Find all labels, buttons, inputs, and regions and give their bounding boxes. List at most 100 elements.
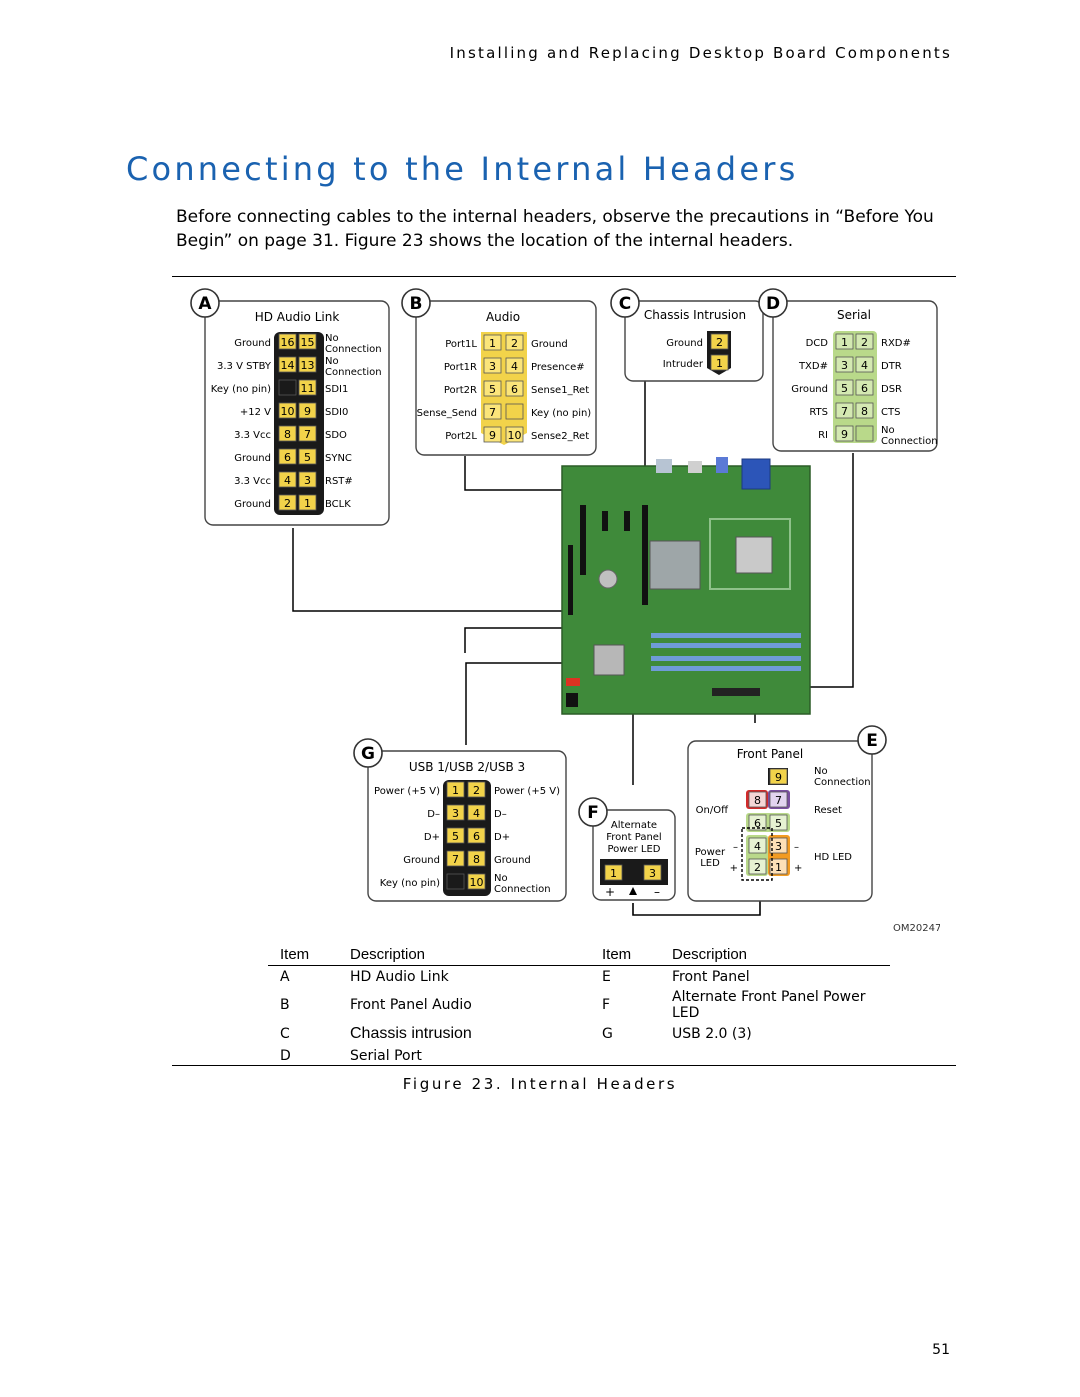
pin-square bbox=[835, 402, 854, 419]
header-pin: 5 bbox=[483, 380, 502, 397]
header-pin: 2 bbox=[710, 333, 729, 350]
pin-number: 9 bbox=[304, 405, 311, 418]
pcie-slot bbox=[602, 511, 608, 531]
pin-number: 6 bbox=[284, 451, 291, 464]
panel-d-pin-signal: Connection bbox=[881, 436, 938, 447]
figure-id: OM20247 bbox=[893, 923, 940, 934]
motherboard-illustration bbox=[561, 457, 811, 715]
panel-a-pin-signal: SDO bbox=[325, 430, 347, 441]
header-pin: 15 bbox=[298, 333, 317, 350]
panel-b-pin-label: Sense_Send bbox=[417, 408, 477, 419]
header-pin: 4 bbox=[278, 471, 297, 488]
pin-square bbox=[769, 858, 788, 875]
pin-square bbox=[298, 356, 317, 373]
panel-a-pin-signal: SDI1 bbox=[325, 384, 348, 395]
table-header-item: Item bbox=[268, 944, 338, 966]
header-pin: 8 bbox=[748, 791, 767, 808]
header-pin: 6 bbox=[855, 379, 874, 396]
panel-c-title: Chassis Intrusion bbox=[644, 308, 746, 322]
pin-square bbox=[467, 781, 486, 798]
pin-number: 4 bbox=[754, 840, 761, 853]
pin-number: 5 bbox=[775, 817, 782, 830]
header-pin: 1 bbox=[604, 864, 623, 881]
header-pin: 7 bbox=[446, 850, 465, 867]
pin-square bbox=[446, 781, 465, 798]
pin-square bbox=[467, 827, 486, 844]
pin-square bbox=[748, 791, 767, 808]
panel-letter: C bbox=[619, 294, 631, 314]
pin-number: 1 bbox=[716, 357, 723, 370]
panel-g-pin-signal: D– bbox=[494, 809, 507, 820]
table-cell bbox=[590, 1045, 660, 1066]
table-cell bbox=[660, 1045, 890, 1066]
header-pin: 6 bbox=[467, 827, 486, 844]
vga-port-icon bbox=[741, 458, 771, 490]
pin-square bbox=[855, 425, 874, 442]
panel-letter: D bbox=[766, 294, 780, 314]
panel-b-pin-signal: Key (no pin) bbox=[531, 408, 591, 419]
pin-square bbox=[298, 379, 317, 396]
header-pin: 4 bbox=[467, 804, 486, 821]
pin-square bbox=[298, 333, 317, 350]
header-pin: 3 bbox=[446, 804, 465, 821]
pin-square bbox=[505, 334, 524, 351]
pin-number: 2 bbox=[284, 497, 291, 510]
table-cell: Chassis intrusion bbox=[350, 1025, 472, 1042]
table-row: D Serial Port bbox=[268, 1045, 890, 1066]
pin-number: 7 bbox=[841, 405, 848, 418]
pin-square bbox=[855, 356, 874, 373]
pin-square bbox=[748, 837, 767, 854]
panel-e-label-no-connection: No bbox=[814, 766, 828, 777]
pin-square bbox=[483, 357, 502, 374]
pin-square bbox=[769, 768, 788, 785]
connector-line-a-top bbox=[292, 528, 562, 612]
pin-square bbox=[467, 873, 486, 890]
header-pin: 4 bbox=[505, 357, 524, 374]
table-cell: Alternate Front Panel Power LED bbox=[672, 989, 866, 1021]
io-port-icon bbox=[716, 457, 728, 473]
header-pin: 6 bbox=[278, 448, 297, 465]
panel-g-pin-signal: No bbox=[494, 873, 508, 884]
panel-letter: E bbox=[866, 731, 878, 751]
pci-slot bbox=[568, 545, 573, 615]
panel-g-pin-label: D– bbox=[427, 809, 440, 820]
pin-number: 3 bbox=[775, 840, 782, 853]
panel-letter: A bbox=[198, 294, 212, 314]
panel-f-title: Alternate bbox=[611, 820, 657, 831]
header-pin: 13 bbox=[298, 356, 317, 373]
pin-number: 10 bbox=[281, 405, 295, 418]
header-pin: 7 bbox=[483, 403, 502, 420]
panel-d-pin-label: Ground bbox=[791, 384, 828, 395]
pin-number: 10 bbox=[470, 876, 484, 889]
pin-square bbox=[278, 448, 297, 465]
panel-f-title: Front Panel bbox=[606, 832, 661, 843]
panel-a-pin-signal: BCLK bbox=[325, 499, 351, 510]
pin-number: 3 bbox=[452, 807, 459, 820]
panel-g-pin-label: Key (no pin) bbox=[380, 878, 440, 889]
header-pin: 7 bbox=[298, 425, 317, 442]
header-pin: 9 bbox=[483, 426, 502, 443]
table-cell: D bbox=[280, 1047, 291, 1064]
header-pin: 5 bbox=[769, 814, 788, 831]
panel-a-pin-label: Key (no pin) bbox=[211, 384, 271, 395]
connector-line-a bbox=[464, 627, 562, 653]
header-pin: 8 bbox=[467, 850, 486, 867]
panel-a-pin-signal: SYNC bbox=[325, 453, 352, 464]
panel-a-pin-label: Ground bbox=[234, 499, 271, 510]
table-row: C Chassis intrusion G USB 2.0 (3) bbox=[268, 1023, 890, 1045]
pin-number: 16 bbox=[281, 336, 295, 349]
panel-f-minus: – bbox=[654, 885, 660, 899]
pin-number: 1 bbox=[775, 861, 782, 874]
pin-square bbox=[835, 425, 854, 442]
pin-number: 6 bbox=[754, 817, 761, 830]
panel-letter-badge bbox=[758, 288, 788, 318]
table-cell: HD Audio Link bbox=[350, 968, 449, 985]
pcie-slot bbox=[580, 505, 586, 575]
sata-connector bbox=[566, 693, 578, 707]
pin-square bbox=[298, 494, 317, 511]
panel-a-pin-signal: Connection bbox=[325, 367, 382, 378]
pin-square bbox=[835, 356, 854, 373]
panel-e-label-plus: + bbox=[730, 863, 738, 874]
